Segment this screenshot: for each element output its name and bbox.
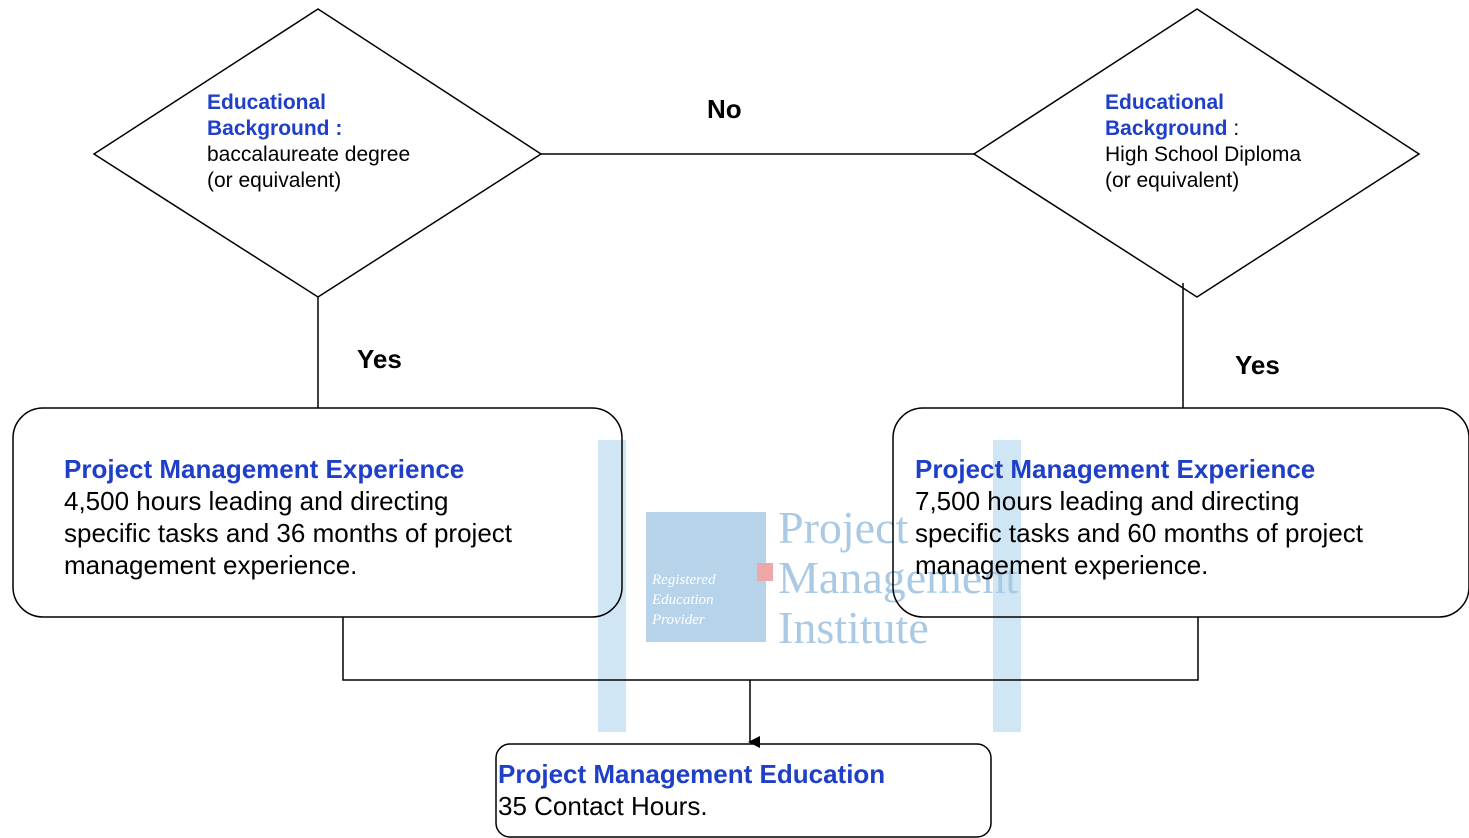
watermark-right-bar (993, 440, 1021, 732)
right-experience-line3: management experience. (915, 550, 1209, 580)
right-experience-box (892, 407, 1469, 618)
right-decision-title-line2: Background (1105, 117, 1228, 140)
watermark-text-line2: Management (778, 552, 1019, 603)
right-experience-text: Project Management Experience 7,500 hour… (915, 453, 1467, 581)
right-decision-line1: High School Diploma (1105, 143, 1302, 166)
right-decision-diamond (972, 8, 1421, 298)
right-decision-title-line2-row: Background : (1105, 116, 1385, 142)
education-box (495, 743, 992, 838)
left-experience-box (12, 407, 623, 618)
right-experience-title: Project Management Experience (915, 454, 1316, 484)
left-experience-text: Project Management Experience 4,500 hour… (64, 453, 624, 581)
left-decision-title-line2: Background : (207, 117, 343, 140)
left-experience-line3: management experience. (64, 550, 358, 580)
left-decision-line2: (or equivalent) (207, 169, 342, 192)
right-decision-title-line1: Educational (1105, 91, 1225, 114)
left-decision-line1: baccalaureate degree (207, 143, 411, 166)
merge-connector (342, 617, 1199, 681)
right-experience-line2: specific tasks and 60 months of project (915, 518, 1364, 548)
education-text: Project Management Education 35 Contact … (498, 758, 988, 822)
right-experience-line1: 7,500 hours leading and directing (915, 486, 1300, 516)
left-experience-line2: specific tasks and 36 months of project (64, 518, 513, 548)
right-decision-text: Educational Background : High School Dip… (1105, 90, 1385, 194)
education-line1: 35 Contact Hours. (498, 791, 708, 821)
no-label: No (707, 94, 742, 124)
left-experience-line1: 4,500 hours leading and directing (64, 486, 449, 516)
watermark-logo (646, 512, 766, 642)
watermark-text-line1: Project (778, 502, 909, 553)
left-decision-text: Educational Background : baccalaureate d… (207, 90, 487, 194)
right-decision-colon: : (1227, 117, 1240, 140)
right-decision-line2: (or equivalent) (1105, 169, 1240, 192)
left-decision-title-line1: Educational (207, 91, 327, 114)
left-yes-label: Yes (357, 344, 402, 374)
watermark-text-line3: Institute (778, 602, 929, 653)
watermark-badge-line3: Provider (652, 612, 705, 628)
watermark-badge-line1: Registered (652, 572, 716, 588)
right-yes-label: Yes (1235, 350, 1280, 380)
left-experience-title: Project Management Experience (64, 454, 465, 484)
education-title: Project Management Education (498, 759, 886, 789)
watermark-red-square (757, 563, 773, 581)
watermark-badge-line2: Education (652, 592, 714, 608)
